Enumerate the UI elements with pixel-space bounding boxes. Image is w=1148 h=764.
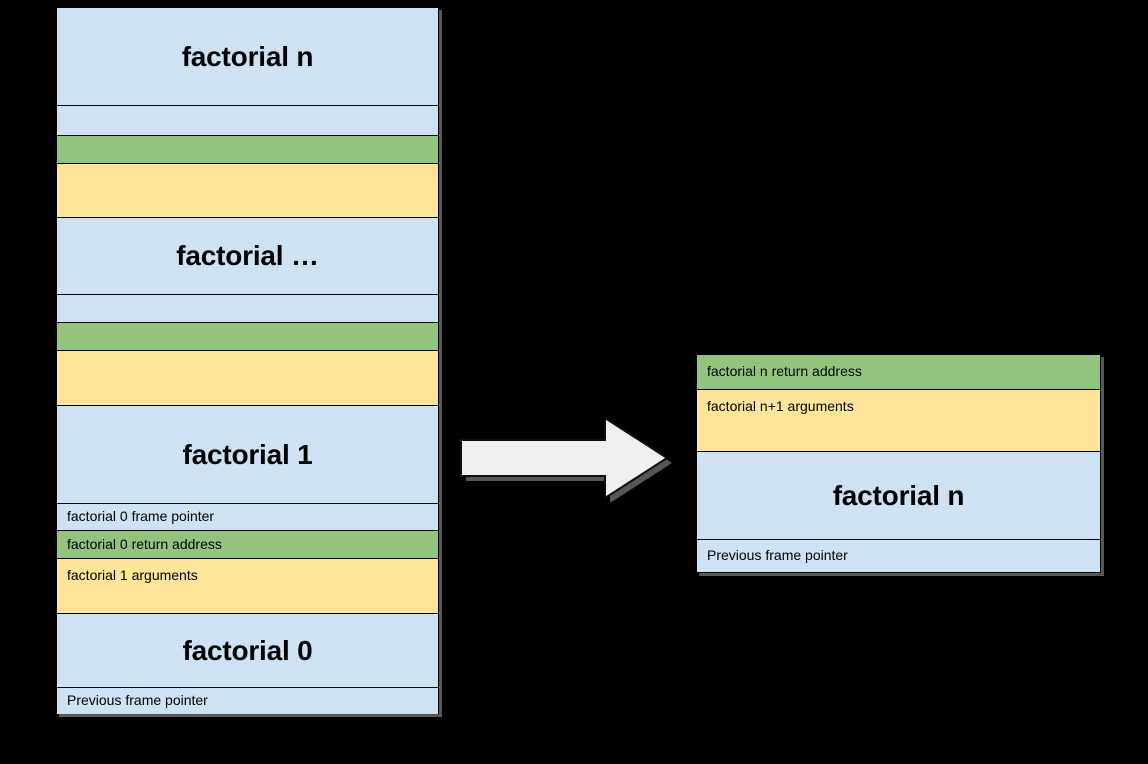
frame-label: factorial 1 (182, 438, 313, 470)
slot-arguments-blank-2 (57, 351, 438, 406)
single-frame-detail: factorial n return address factorial n+1… (696, 354, 1101, 573)
slot-label: Previous frame pointer (67, 692, 208, 709)
slot-label: factorial 0 frame pointer (67, 508, 215, 525)
detail-stack-frame-factorial-n: factorial n (697, 452, 1100, 540)
frame-label: factorial … (176, 240, 319, 271)
expand-arrow (455, 414, 677, 502)
frame-label: factorial 0 (182, 634, 313, 666)
frame-label: factorial n (832, 479, 965, 511)
slot-return-address-blank-2 (57, 323, 438, 351)
slot-label: Previous frame pointer (707, 547, 848, 564)
slot-frame-pointer-blank-1 (57, 106, 438, 136)
slot-label: factorial n return address (707, 363, 862, 380)
slot-factorial-1-arguments: factorial 1 arguments (57, 559, 438, 614)
frame-label: factorial n (181, 40, 314, 72)
slot-factorial-0-frame-pointer: factorial 0 frame pointer (57, 504, 438, 531)
detail-slot-arguments: factorial n+1 arguments (697, 390, 1100, 452)
slot-factorial-0-return-address: factorial 0 return address (57, 531, 438, 559)
slot-label: factorial 1 arguments (67, 567, 198, 583)
slot-previous-frame-pointer: Previous frame pointer (57, 688, 438, 714)
slot-arguments-blank-1 (57, 164, 438, 218)
stack-frame-factorial-n: factorial n (57, 8, 438, 106)
slot-label: factorial 0 return address (67, 535, 222, 552)
detail-slot-previous-frame-pointer: Previous frame pointer (697, 540, 1100, 572)
full-call-stack: factorial n factorial … factorial 1 fact… (56, 7, 439, 714)
slot-return-address-blank-1 (57, 136, 438, 164)
detail-slot-return-address: factorial n return address (697, 355, 1100, 390)
slot-label: factorial n+1 arguments (707, 398, 854, 414)
stack-frame-factorial-ellipsis: factorial … (57, 218, 438, 295)
expand-arrow-icon (460, 416, 672, 502)
slot-frame-pointer-blank-2 (57, 295, 438, 323)
stack-frame-factorial-0: factorial 0 (57, 614, 438, 688)
stack-frame-factorial-1: factorial 1 (57, 406, 438, 504)
